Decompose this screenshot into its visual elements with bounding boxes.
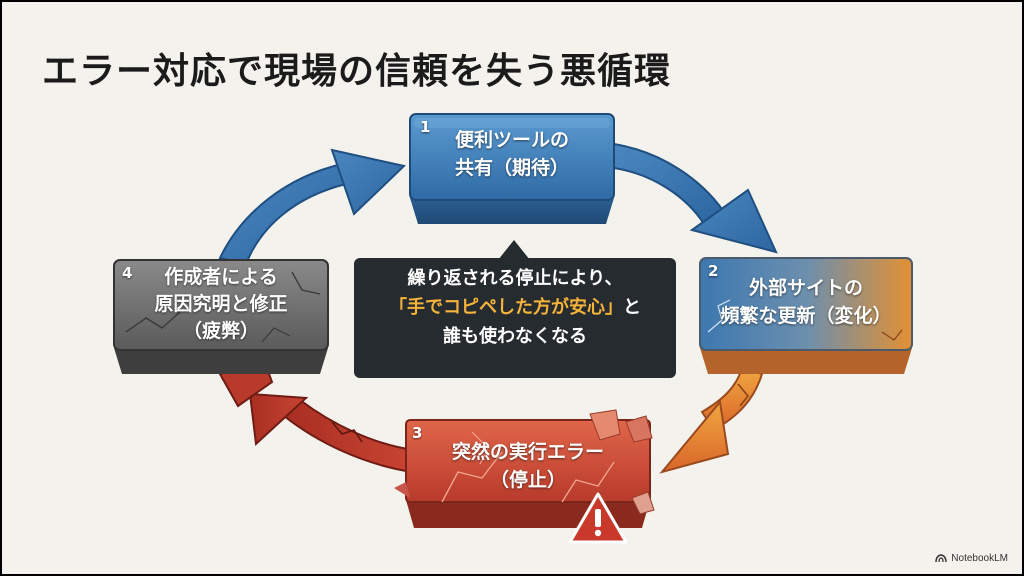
node-4-line2: 原因究明と修正 xyxy=(154,293,288,315)
warning-icon xyxy=(568,492,628,544)
node-1-number: 1 xyxy=(420,118,431,136)
notebooklm-logo-icon xyxy=(935,554,948,563)
node-2-label: 外部サイトの 頻繁な更新（変化） xyxy=(700,274,912,330)
node-3-number: 3 xyxy=(412,424,423,442)
arrow-4-to-1 xyxy=(218,148,407,266)
node-3-line1: 突然の実行エラー xyxy=(451,441,604,463)
arrow-2-to-3 xyxy=(659,366,764,474)
notebooklm-watermark: NotebookLM xyxy=(935,553,1008,564)
node-4-line3: （疲弊） xyxy=(182,320,259,342)
node-4-number: 4 xyxy=(122,264,133,282)
center-callout-box xyxy=(354,240,676,378)
node-4-box xyxy=(113,259,329,374)
node-4-label: 作成者による 原因究明と修正 （疲弊） xyxy=(114,264,328,345)
arrow-1-to-2 xyxy=(613,142,778,254)
center-line3: 誰も使わなくなる xyxy=(443,326,587,347)
node-2-box xyxy=(699,257,913,374)
node-2-number: 2 xyxy=(708,262,719,280)
node-2-line1: 外部サイトの xyxy=(748,277,863,299)
center-callout-text: 繰り返される停止により、 「手でコピペした方が安心」と 誰も使わなくなる xyxy=(354,264,676,351)
node-1-line2: 共有（期待） xyxy=(454,157,569,179)
page-title: エラー対応で現場の信頼を失う悪循環 xyxy=(42,51,672,92)
center-highlight: 「手でコピペした方が安心」 xyxy=(389,297,623,318)
center-line2: 「手でコピペした方が安心」と xyxy=(354,293,676,322)
center-line1: 繰り返される停止により、 xyxy=(407,268,623,289)
node-4-line1: 作成者による xyxy=(164,266,278,288)
node-3-line2: （停止） xyxy=(489,469,566,491)
node-1-label: 便利ツールの 共有（期待） xyxy=(410,126,614,182)
node-1-line1: 便利ツールの xyxy=(454,129,569,151)
node-1-box xyxy=(409,113,615,224)
node-3-label: 突然の実行エラー （停止） xyxy=(406,438,650,494)
watermark-text: NotebookLM xyxy=(951,553,1008,564)
center-line2-suffix: と xyxy=(623,297,641,318)
node-2-line2: 頻繁な更新（変化） xyxy=(720,305,892,327)
